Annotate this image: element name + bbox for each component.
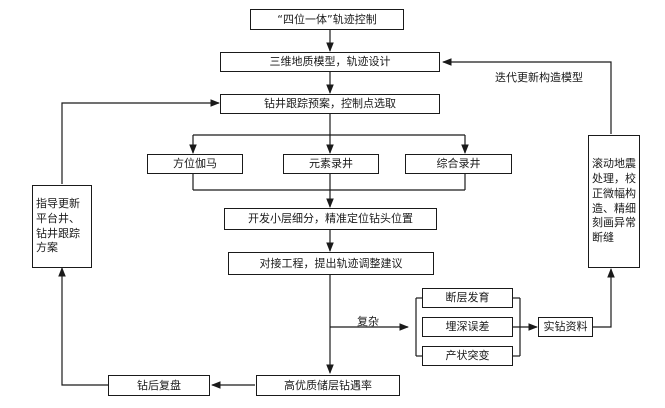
seismic-line-1: 滚动地震 <box>592 156 636 170</box>
node-post-drill-review: 钻后复盘 <box>108 375 210 396</box>
node-high-quality-rate: 高优质储层钻遇率 <box>256 375 400 396</box>
node-drilling-data: 实钻资料 <box>538 317 593 337</box>
node-plan: 钻井跟踪预案，控制点选取 <box>220 94 440 114</box>
node-comprehensive-logging: 综合录井 <box>405 154 512 174</box>
node-fault: 断层发育 <box>422 288 513 308</box>
seismic-line-2: 处理，校 <box>592 171 636 185</box>
node-geo-model: 三维地质模型，轨迹设计 <box>220 52 440 72</box>
node-element-logging: 元素录井 <box>283 154 379 174</box>
seismic-line-3: 正微幅构 <box>592 186 636 200</box>
label-iterate: 迭代更新构造模型 <box>495 71 583 84</box>
node-azimuth-gamma: 方位伽马 <box>147 154 243 174</box>
arrow-to-plan <box>61 99 220 184</box>
guide-line-3: 钻井跟踪 <box>36 226 80 240</box>
node-layer-subdivision: 开发小层细分，精准定位钻头位置 <box>224 208 437 230</box>
seismic-line-4: 造、精细 <box>592 201 636 215</box>
node-docking: 对接工程，提出轨迹调整建议 <box>228 252 434 275</box>
node-depth-error: 埋深误差 <box>422 317 513 337</box>
guide-line-2: 平台井、 <box>36 211 80 225</box>
node-occurrence-change: 产状突变 <box>422 346 513 366</box>
node-seismic-processing: 滚动地震 处理，校 正微幅构 造、精细 刻画异常 断缝 <box>588 135 640 268</box>
label-complex: 复杂 <box>357 315 379 328</box>
seismic-line-5: 刻画异常 <box>592 216 636 230</box>
seismic-line-6: 断缝 <box>592 231 614 245</box>
node-four-in-one: “四位一体”轨迹控制 <box>250 9 404 30</box>
guide-line-1: 指导更新 <box>36 196 80 210</box>
arrow-iterate-model <box>442 58 612 134</box>
arrow-to-guide-box <box>58 267 108 386</box>
guide-line-4: 方案 <box>36 241 58 255</box>
node-guide-update: 指导更新 平台井、 钻井跟踪 方案 <box>32 185 92 268</box>
arrow-to-seismic-box <box>593 268 615 328</box>
